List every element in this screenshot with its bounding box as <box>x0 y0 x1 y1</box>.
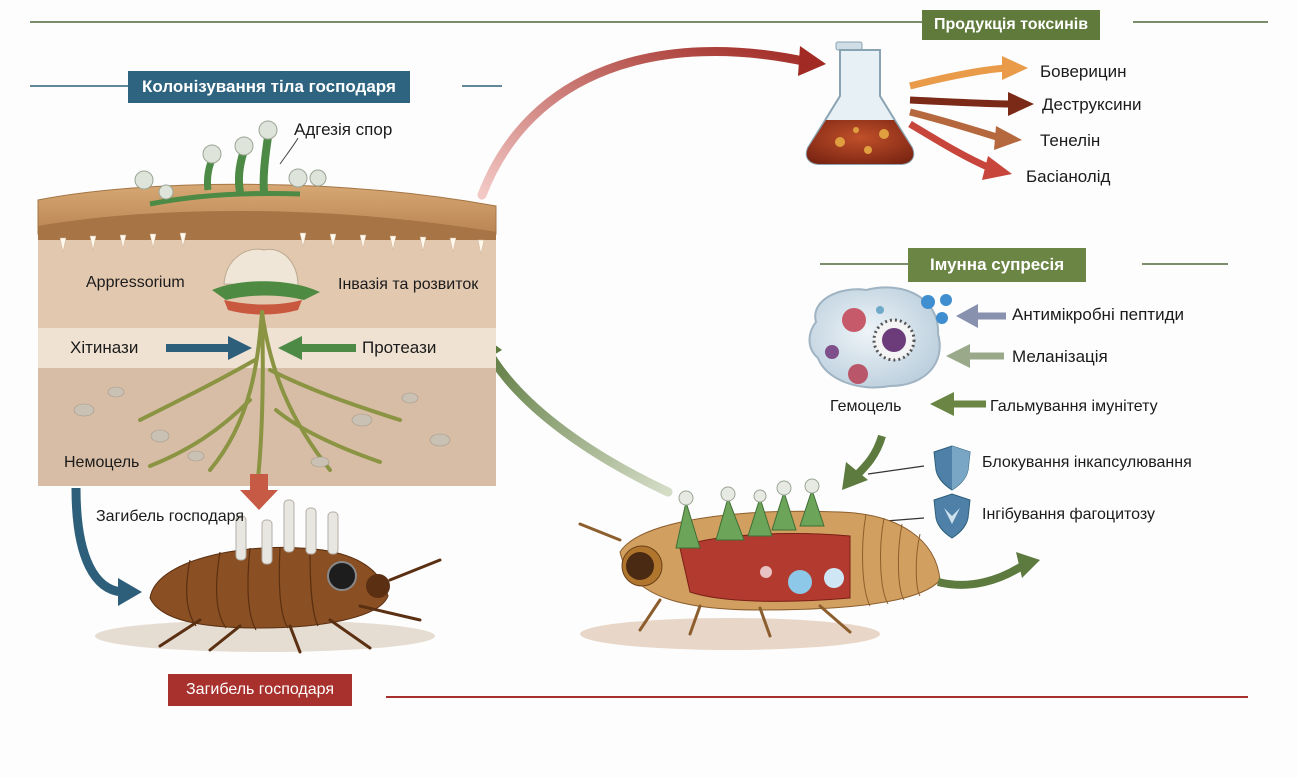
label-proteases: Протеази <box>362 338 436 358</box>
toxin-label-4: Басіанолід <box>1026 167 1110 187</box>
immune-label-1: Антимікробні пептиди <box>1012 305 1184 325</box>
cuticle-cross-section <box>38 121 496 486</box>
toxin-label-1: Боверицин <box>1040 62 1126 82</box>
immune-label-3: Гальмування імунітету <box>990 398 1158 416</box>
arc-arrowhead-red <box>798 46 826 76</box>
toxin-label-2: Деструксини <box>1042 95 1142 115</box>
hemocyte-cell-icon <box>810 287 953 387</box>
header-colonization: Колонізування тіла господаря <box>128 71 410 103</box>
flask-icon <box>807 42 914 164</box>
immune-label-2: Меланізація <box>1012 347 1108 367</box>
toxin-label-3: Тенелін <box>1040 131 1100 151</box>
label-host-death-inner: Загибель господаря <box>96 508 244 526</box>
label-spore-adhesion: Адгезія спор <box>294 120 392 140</box>
header-immune-suppression: Імунна супресія <box>908 248 1086 282</box>
label-hemocoel-left: Немоцель <box>64 454 139 472</box>
label-invasion: Інвазія та розвиток <box>338 276 478 294</box>
header-host-death: Загибель господаря <box>168 674 352 706</box>
header-toxin-production: Продукція токсинів <box>922 10 1100 40</box>
shield-icon <box>934 494 970 538</box>
infected-host-insect-illustration <box>580 479 1040 650</box>
label-hemocoel-right: Гемоцель <box>830 398 901 416</box>
shield-label-1: Блокування інкапсулювання <box>982 454 1192 472</box>
shield-label-2: Інгібування фагоцитозу <box>982 506 1155 524</box>
shield-icon <box>934 446 970 490</box>
label-appressorium: Appressorium <box>86 274 185 292</box>
label-chitinases: Хітинази <box>70 338 138 358</box>
